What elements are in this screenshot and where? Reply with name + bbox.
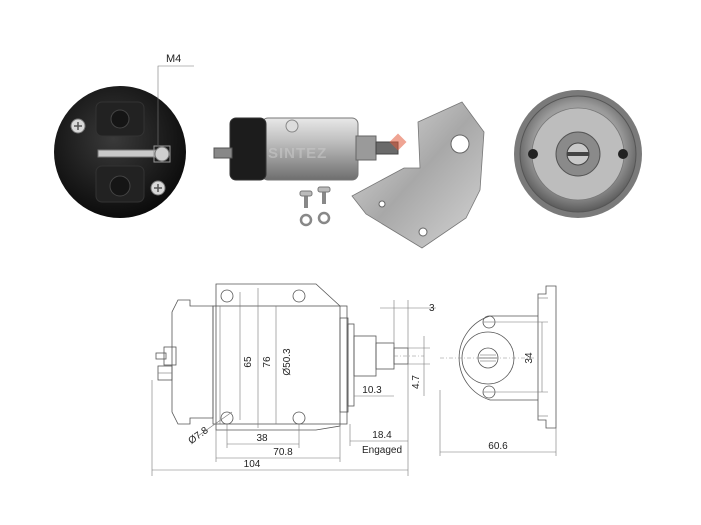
- bracket-hole: [378, 200, 386, 208]
- dim-hole-spacing: 38: [256, 433, 268, 444]
- neck-outline: [353, 335, 377, 377]
- m4-leader-line: [157, 65, 194, 145]
- dim-flange-width: 70.8: [273, 447, 293, 458]
- plunger-outline: [375, 342, 395, 370]
- dim-plunger-travel: 18.4: [372, 430, 392, 441]
- dim-hole-diameter: Ø7.8: [187, 425, 211, 447]
- plunger-end-photo: [514, 90, 642, 218]
- m4-label: M4: [166, 53, 181, 65]
- terminal-stud: [213, 147, 233, 159]
- dim-plunger-tip: 3: [429, 303, 435, 314]
- engaged-label: Engaged: [362, 445, 402, 456]
- bracket-hole: [450, 134, 470, 154]
- side-view-photo: SINTEZ: [213, 101, 485, 249]
- dim-plunger-width: 4.7: [411, 375, 422, 389]
- watermark: SINTEZ: [268, 145, 327, 162]
- watermark-mark: [389, 133, 407, 151]
- label-badge-icon: [285, 119, 299, 133]
- bracket-hole: [418, 227, 428, 237]
- screw-set: [299, 186, 331, 227]
- solenoid-neck: [355, 135, 377, 161]
- bracket-side-outline: [537, 285, 557, 429]
- dim-body-height: 65: [243, 356, 254, 368]
- mount-hole: [528, 149, 538, 159]
- flange-hole: [220, 289, 234, 303]
- terminal-end-photo: M4: [54, 53, 194, 218]
- flange-hole: [292, 411, 306, 425]
- cap-outline: [171, 299, 214, 425]
- dim-overall-length: 104: [244, 459, 261, 470]
- dim-body-diameter: Ø50.3: [282, 348, 293, 376]
- solenoid-cap: [229, 117, 267, 181]
- terminal-strap: [97, 149, 157, 158]
- end-view-drawing: 34 60.6: [439, 285, 557, 456]
- front-face-outline: [347, 323, 355, 407]
- terminal-outline: [163, 346, 177, 366]
- m4-terminal-icon: [154, 146, 170, 162]
- dim-plunger-extension: 10.3: [362, 385, 382, 396]
- flange-hole: [220, 411, 234, 425]
- dim-bracket-depth: 60.6: [488, 441, 508, 452]
- dim-bracket-hole-spacing: 34: [524, 352, 535, 364]
- flange-hole: [292, 289, 306, 303]
- mount-hole: [618, 149, 628, 159]
- side-elevation-drawing: 65 76 Ø50.3 Ø7.8 38 70.8 104 18.4 Engage…: [151, 283, 436, 476]
- body-outline: [212, 305, 348, 425]
- dim-flange-height: 76: [262, 356, 273, 368]
- bracket-plate: [351, 101, 485, 249]
